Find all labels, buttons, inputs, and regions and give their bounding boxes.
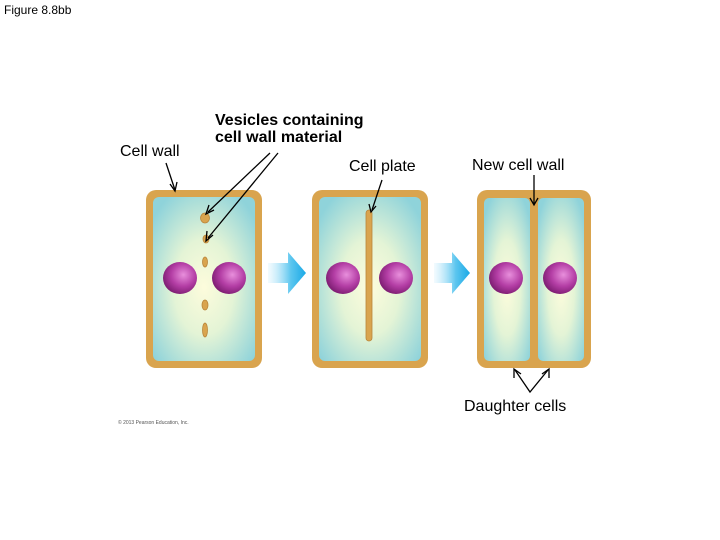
label-cell-wall: Cell wall [120,143,180,160]
label-vesicles-line1: Vesicles containing [215,112,364,129]
vesicle [200,212,210,224]
pointer-line [371,179,383,211]
figure-title: Figure 8.8bb [4,3,72,17]
arrowhead-icon [169,181,178,193]
pointer-line [514,369,549,394]
nucleus-icon [326,262,360,294]
copyright-notice: © 2013 Pearson Education, Inc. [118,420,189,426]
cell-plate [365,209,373,342]
vesicle [202,322,208,338]
vesicles [200,212,210,338]
pointer-line [207,152,271,213]
arrowhead-icon [529,197,539,207]
daughter-cells [477,190,591,368]
label-daughter-cells: Daughter cells [464,398,567,415]
process-arrow-icon [268,252,306,294]
arrowhead-icon [368,203,377,214]
label-cell-plate: Cell plate [349,158,416,175]
cell-1-cytoplasm [153,197,255,361]
cell-2 [312,190,428,368]
nucleus-icon [489,262,523,294]
nucleus-icon [163,262,197,294]
label-new-cell-wall: New cell wall [472,157,565,174]
arrowhead-icon [513,367,522,378]
cell-1 [146,190,262,368]
pointer-lines [165,152,550,394]
nucleus-icon [212,262,246,294]
label-vesicles-line2: cell wall material [215,129,343,146]
process-arrow-icon [434,252,470,294]
label-vesicles: Vesicles containing cell wall material [215,112,364,146]
arrowhead-icon [204,204,215,216]
vesicle [202,256,208,268]
arrowhead-icon [541,367,550,378]
pointer-line [207,152,279,239]
nucleus-icon [543,262,577,294]
pointer-line [165,162,176,191]
vesicle [201,299,209,311]
arrowhead-icon [205,230,214,243]
nucleus-icon [379,262,413,294]
